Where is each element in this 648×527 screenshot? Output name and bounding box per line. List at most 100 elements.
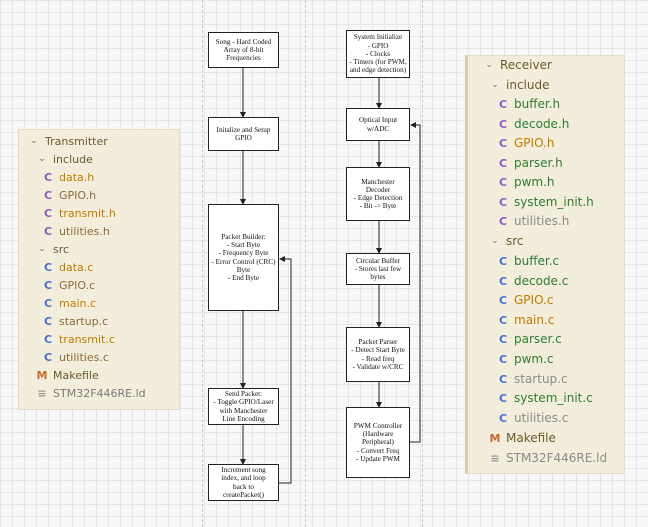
chevron-down-icon: ⌄: [30, 136, 38, 146]
c-file-icon: C: [498, 195, 508, 209]
file-label: utilities.c: [514, 411, 569, 425]
c-file-icon: C: [498, 274, 508, 288]
c-file-icon: C: [498, 411, 508, 425]
c-file-icon: C: [498, 156, 508, 170]
file-label: GPIO.h: [514, 136, 555, 150]
flow-box-init-gpio: Initalize and Setup GPIO: [208, 117, 279, 151]
c-file-icon: C: [43, 224, 53, 238]
file-label: parser.h: [514, 156, 563, 170]
tree-folder-receiver[interactable]: ⌄ Receiver: [484, 56, 624, 74]
tree-file[interactable]: C utilities.h: [496, 212, 624, 230]
tree-folder-src[interactable]: ⌄ src: [490, 232, 624, 250]
file-label: system_init.c: [514, 391, 593, 405]
file-label: parser.c: [514, 332, 562, 346]
tree-file[interactable]: C pwm.h: [496, 173, 624, 191]
file-label: decode.h: [514, 117, 570, 131]
tree-folder-include[interactable]: ⌄ include: [37, 150, 179, 168]
file-label: STM32F446RE.ld: [506, 451, 608, 465]
tree-file-linker[interactable]: ≡ STM32F446RE.ld: [35, 384, 179, 402]
tree-file[interactable]: C decode.c: [496, 272, 624, 290]
tree-file[interactable]: C buffer.h: [496, 95, 624, 113]
file-label: data.h: [59, 170, 95, 184]
folder-label: Transmitter: [45, 134, 108, 148]
flow-box-circular-buffer: Circular Buffer - Stores last few bytes: [346, 253, 410, 285]
tree-file[interactable]: C transmit.c: [41, 330, 179, 348]
tree-file[interactable]: C startup.c: [496, 370, 624, 388]
flow-box-manchester-decoder: Manchester Decoder - Edge Detection - Bi…: [346, 167, 410, 221]
guide-line-middle: [305, 0, 306, 527]
tree-file[interactable]: C parser.c: [496, 330, 624, 348]
flow-box-send-packet: Send Packet: - Toggle GPIO/Laser with Ma…: [208, 388, 279, 425]
chevron-down-icon: ⌄: [38, 244, 46, 254]
tree-file[interactable]: C data.h: [41, 168, 179, 186]
file-label: STM32F446RE.ld: [53, 386, 146, 400]
c-file-icon: C: [43, 332, 53, 346]
flow-box-packet-parser: Packet Parser - Detect Start Byte - Read…: [346, 327, 410, 382]
file-label: decode.c: [514, 274, 569, 288]
document-icon: ≡: [490, 451, 500, 465]
tree-file-linker[interactable]: ≡ STM32F446RE.ld: [488, 449, 624, 467]
folder-label: src: [53, 242, 70, 256]
c-file-icon: C: [498, 136, 508, 150]
tree-folder-include[interactable]: ⌄ include: [490, 76, 624, 94]
tree-file[interactable]: C decode.h: [496, 115, 624, 133]
file-label: data.c: [59, 260, 94, 274]
c-file-icon: C: [498, 332, 508, 346]
file-label: GPIO.h: [59, 188, 97, 202]
tree-file[interactable]: C parser.h: [496, 154, 624, 172]
folder-label: include: [53, 152, 93, 166]
c-file-icon: C: [498, 97, 508, 111]
file-label: utilities.h: [59, 224, 110, 238]
tree-file[interactable]: C GPIO.c: [496, 291, 624, 309]
c-file-icon: C: [43, 206, 53, 220]
tree-file[interactable]: C startup.c: [41, 312, 179, 330]
c-file-icon: C: [43, 260, 53, 274]
tree-file-makefile[interactable]: M Makefile: [488, 429, 624, 447]
tree-file[interactable]: C main.c: [41, 294, 179, 312]
file-label: utilities.c: [59, 350, 109, 364]
makefile-icon: M: [489, 431, 501, 445]
tree-file[interactable]: C pwm.c: [496, 350, 624, 368]
arrow-pwm-loop: [410, 122, 421, 443]
chevron-down-icon: ⌄: [38, 154, 46, 164]
c-file-icon: C: [43, 350, 53, 364]
tree-file[interactable]: C GPIO.h: [41, 186, 179, 204]
tree-folder-src[interactable]: ⌄ src: [37, 240, 179, 258]
file-label: GPIO.c: [59, 278, 96, 292]
tree-file[interactable]: C system_init.c: [496, 389, 624, 407]
file-label: transmit.c: [59, 332, 115, 346]
flow-box-increment: Increment song index, and loop back to c…: [208, 464, 279, 501]
tree-file[interactable]: C utilities.c: [41, 348, 179, 366]
chevron-down-icon: ⌄: [491, 80, 499, 90]
tree-file[interactable]: C transmit.h: [41, 204, 179, 222]
tree-file[interactable]: C GPIO.h: [496, 134, 624, 152]
tree-file[interactable]: C data.c: [41, 258, 179, 276]
arrow-loop-back: [279, 256, 292, 484]
c-file-icon: C: [498, 293, 508, 307]
c-file-icon: C: [43, 314, 53, 328]
tree-folder-transmitter[interactable]: ⌄ Transmitter: [29, 132, 179, 150]
tree-file[interactable]: C GPIO.c: [41, 276, 179, 294]
folder-label: include: [506, 78, 550, 92]
tree-file[interactable]: C utilities.h: [41, 222, 179, 240]
file-label: transmit.h: [59, 206, 116, 220]
tree-file-makefile[interactable]: M Makefile: [35, 366, 179, 384]
folder-label: Receiver: [500, 58, 552, 72]
guide-line-right: [422, 0, 423, 527]
c-file-icon: C: [498, 352, 508, 366]
transmitter-file-tree: ⌄ Transmitter ⌄ include C data.h C GPIO.…: [18, 129, 180, 410]
file-label: Makefile: [53, 368, 99, 382]
c-file-icon: C: [43, 278, 53, 292]
file-label: buffer.c: [514, 254, 560, 268]
file-label: pwm.h: [514, 175, 555, 189]
c-file-icon: C: [498, 117, 508, 131]
tree-file[interactable]: C utilities.c: [496, 409, 624, 427]
tree-file[interactable]: C buffer.c: [496, 252, 624, 270]
flow-box-song: Song - Hard Coded Array of 8-bit Frequen…: [208, 32, 279, 68]
tree-file[interactable]: C system_init.h: [496, 193, 624, 211]
c-file-icon: C: [498, 175, 508, 189]
chevron-down-icon: ⌄: [491, 236, 499, 246]
c-file-icon: C: [43, 188, 53, 202]
flow-box-packet-builder: Packet Builder: - Start Byte - Frequency…: [208, 204, 279, 311]
tree-file[interactable]: C main.c: [496, 311, 624, 329]
